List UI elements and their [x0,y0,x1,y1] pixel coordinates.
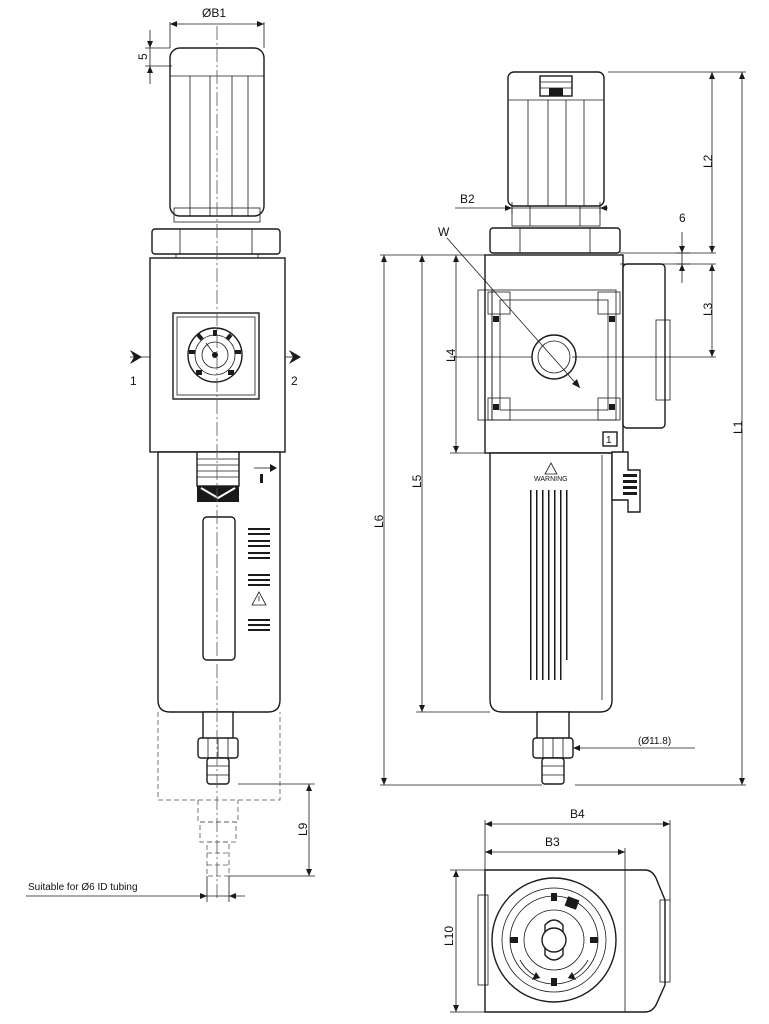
dim-l2: L2 [701,154,715,168]
warning-label: WARNING [534,476,568,483]
port-2-label: 2 [291,374,298,388]
dim-b4: B4 [570,807,585,821]
inlet-arrow-icon [130,350,142,364]
dim-l6: L6 [372,514,386,528]
front-drain-neck [202,711,234,741]
dim-l4: L4 [444,348,458,362]
side-bracket [622,263,666,429]
side-view: 1 WARNING [372,71,746,786]
side-warning-icon [544,462,558,475]
side-drain-neck [536,711,570,741]
sight-window [202,516,236,661]
dim-b1: ØB1 [202,6,226,20]
tubing-note: Suitable for Ø6 ID tubing [28,882,138,893]
side-bowl [489,452,613,713]
dim-l3: L3 [701,302,715,316]
removal-envelope [157,712,281,801]
front-view: 1 2 [26,6,315,902]
dim-l5: L5 [410,474,424,488]
dim-b2: B2 [460,192,475,206]
dim-w: W [438,225,450,239]
dim-6: 6 [679,211,686,225]
warning-triangle-icon [251,591,267,606]
dim-b3: B3 [545,835,560,849]
side-locknut [489,227,621,254]
dim-drain-diameter: (Ø11.8) [638,736,671,747]
front-drain-fitting [206,757,230,785]
dim-l1: L1 [731,420,745,434]
outlet-arrow-icon [289,350,301,364]
side-port-marker: 1 [606,435,612,446]
dim-5: 5 [136,53,150,60]
top-view: B4 B3 L10 [442,807,671,1013]
port-1-label: 1 [130,374,137,388]
dim-l9: L9 [296,822,310,836]
rotate-arrow-icon [532,972,540,980]
front-locknut [151,228,281,255]
bowl-release-button [196,451,240,487]
side-drain-fitting [541,757,565,785]
dim-l10: L10 [442,926,456,946]
